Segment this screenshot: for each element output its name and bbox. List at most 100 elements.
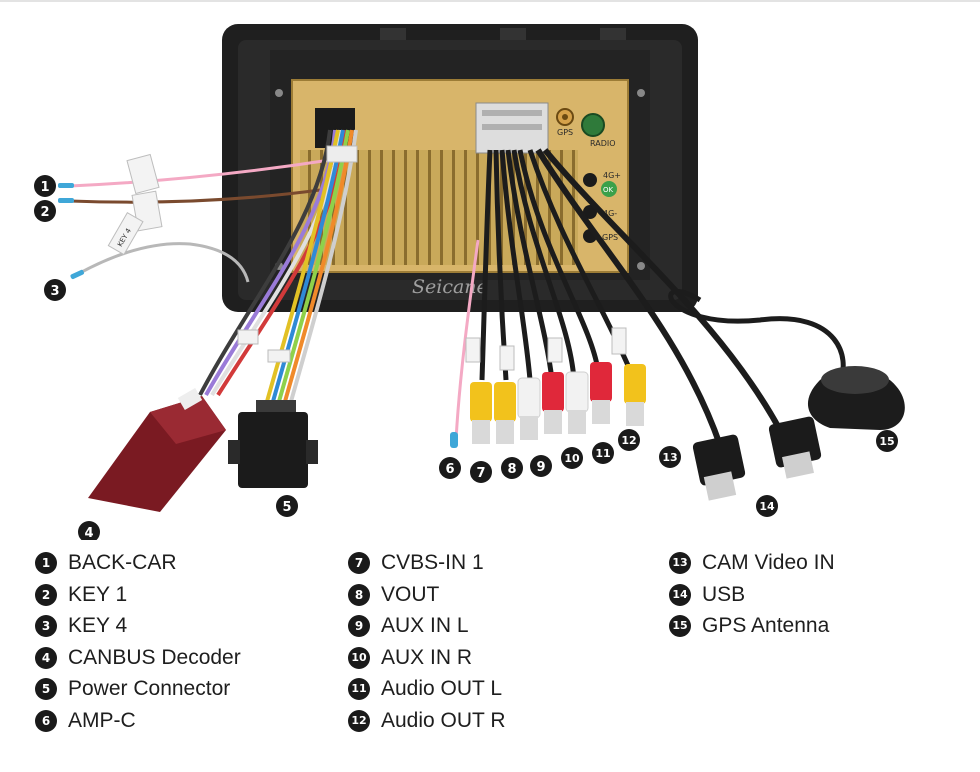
legend-number: 1 [35,552,57,574]
legend-label: VOUT [381,582,440,606]
legend-number: 2 [35,583,57,606]
legend-number: 13 [669,552,691,574]
svg-text:7: 7 [476,466,485,481]
svg-text:3: 3 [50,284,59,299]
radio-port-label: RADIO [590,139,616,148]
legend-column-2: 7 CVBS-IN 1 8 VOUT 9 AUX IN L 10 AUX IN R 11… [348,547,506,737]
badge-2: 2 [34,200,56,222]
port-4g-plus [583,173,597,187]
legend-item: 14 USB [669,579,835,611]
wiring-diagram: GPS RADIO 4G+ OK 4G- GPS Seicane KEY 4 [34,24,905,540]
legend-label: BACK-CAR [68,551,177,574]
power-harness [198,129,358,406]
legend-number: 12 [348,709,370,732]
legend-item: 11 Audio OUT L [348,673,506,705]
svg-text:13: 13 [662,451,677,464]
legend-item: 4 CANBUS Decoder [35,642,241,674]
top-divider [0,0,980,2]
gps-antenna [807,366,905,430]
svg-text:6: 6 [445,462,454,477]
legend-number: 8 [348,583,370,606]
legend-item: 6 AMP-C [35,705,241,737]
power-connector [228,400,318,488]
legend-label: KEY 4 [68,614,128,638]
legend-label: Audio OUT R [381,708,506,732]
legend-item: 7 CVBS-IN 1 [348,547,506,579]
svg-text:9: 9 [536,460,545,475]
svg-text:4: 4 [84,526,93,540]
rca-plugs [465,327,646,444]
port-4g-plus-label: 4G+ [603,171,621,180]
legend-label: CANBUS Decoder [68,645,241,669]
svg-text:14: 14 [759,500,775,513]
svg-text:15: 15 [879,435,894,448]
legend-number: 6 [35,709,57,732]
badge-3: 3 [44,279,66,301]
svg-text:2: 2 [40,205,49,220]
badge-1: 1 [34,175,56,197]
port-4g-minus [583,205,597,219]
callout-badges: 1 2 3 4 5 6 7 8 9 10 11 12 13 14 15 [34,175,898,540]
badge-4: 4 [78,521,100,540]
badge-5: 5 [276,495,298,517]
gps-port-label: GPS [557,128,573,137]
radio-port [581,113,605,137]
legend-column-3: 13 CAM Video IN 14 USB 15 GPS Antenna [669,547,835,642]
legend-label: CAM Video IN [702,551,835,574]
legend-number: 5 [35,678,57,701]
port-gps-lower-label: GPS [602,233,618,242]
legend-label: USB [702,582,746,606]
badge-14: 14 [756,495,778,517]
legend-item: 13 CAM Video IN [669,547,835,579]
svg-text:8: 8 [507,462,516,477]
badge-10: 10 [561,447,583,469]
badge-13: 13 [659,446,681,468]
legend-label: GPS Antenna [702,614,830,638]
badge-6: 6 [439,457,461,479]
legend-item: 3 KEY 4 [35,610,241,642]
legend-number: 3 [35,615,57,638]
watermark: Seicane [412,276,488,298]
canbus-decoder [88,387,226,512]
legend-label: AUX IN L [381,614,469,638]
legend-number: 15 [669,615,691,638]
green-sticker [601,181,617,197]
legend-number: 4 [35,646,57,669]
port-4g-minus-label: 4G- [603,209,617,218]
legend-label: AUX IN R [381,645,473,669]
legend-number: 9 [348,615,370,638]
legend-label: Power Connector [68,677,231,701]
svg-text:1: 1 [40,180,49,195]
legend-label: CVBS-IN 1 [381,551,484,574]
svg-text:11: 11 [595,447,610,460]
usb-plugs [692,416,822,501]
badge-9: 9 [530,455,552,477]
legend-label: KEY 1 [68,582,128,606]
legend-number: 10 [348,646,370,669]
legend-item: 12 Audio OUT R [348,705,506,737]
legend-item: 5 Power Connector [35,673,241,705]
svg-text:10: 10 [564,452,580,465]
badge-8: 8 [501,457,523,479]
badge-7: 7 [470,461,492,483]
legend-label: AMP-C [68,708,136,732]
legend-item: 15 GPS Antenna [669,610,835,642]
lead-wires: KEY 4 [58,153,331,283]
svg-text:12: 12 [621,434,636,447]
legend-number: 14 [669,583,691,606]
green-sticker-label: OK [603,186,614,194]
legend-item: 8 VOUT [348,579,506,611]
badge-12: 12 [618,429,640,451]
legend-item: 9 AUX IN L [348,610,506,642]
badge-15: 15 [876,430,898,452]
legend-number: 11 [348,678,370,701]
amp-c-wire [454,239,480,441]
legend-item: 10 AUX IN R [348,642,506,674]
legend-item: 1 BACK-CAR [35,547,241,579]
badge-11: 11 [592,442,614,464]
legend-number: 7 [348,552,370,574]
legend-label: Audio OUT L [381,677,503,701]
svg-text:5: 5 [282,500,291,515]
legend-item: 2 KEY 1 [35,579,241,611]
